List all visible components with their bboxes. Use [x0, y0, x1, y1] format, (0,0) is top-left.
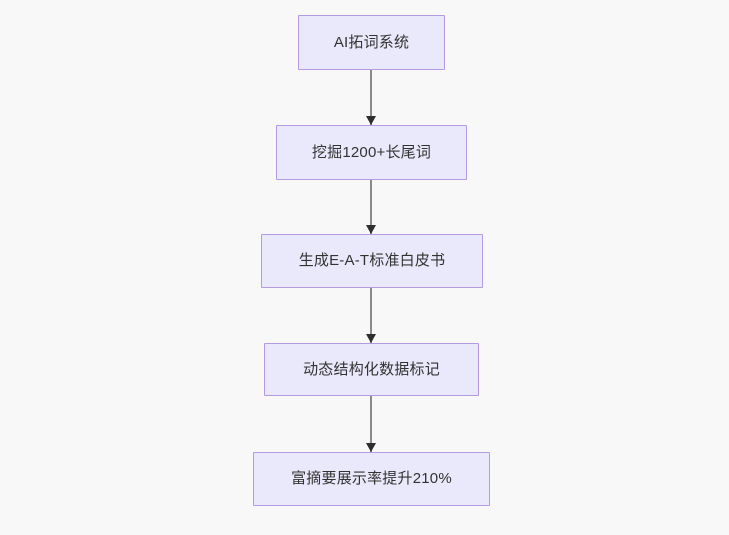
- flow-node-dynamic-structured-data-markup[interactable]: 动态结构化数据标记: [264, 343, 479, 396]
- flow-node-label: 生成E-A-T标准白皮书: [298, 252, 446, 269]
- arrowhead-down-icon: [366, 225, 376, 234]
- flow-node-label: AI拓词系统: [333, 33, 410, 51]
- edge-node1-to-node2: [366, 70, 376, 125]
- edge-line: [370, 288, 372, 343]
- flow-node-generate-eat-whitepaper[interactable]: 生成E-A-T标准白皮书: [261, 234, 483, 288]
- flow-node-label: 挖掘1200+长尾词: [311, 143, 432, 161]
- edge-node2-to-node3: [366, 180, 376, 234]
- flow-node-mine-longtail-keywords[interactable]: 挖掘1200+长尾词: [276, 125, 467, 180]
- edge-node3-to-node4: [366, 288, 376, 343]
- flow-node-rich-snippet-impression-uplift[interactable]: 富摘要展示率提升210%: [253, 452, 490, 506]
- edge-line: [370, 180, 372, 234]
- edge-line: [370, 70, 372, 125]
- flow-node-label: 动态结构化数据标记: [303, 360, 440, 378]
- edge-node4-to-node5: [366, 396, 376, 452]
- flow-node-label: 富摘要展示率提升210%: [291, 470, 452, 487]
- arrowhead-down-icon: [366, 116, 376, 125]
- arrowhead-down-icon: [366, 443, 376, 452]
- edge-line: [370, 396, 372, 452]
- flow-node-ai-keyword-system[interactable]: AI拓词系统: [298, 15, 445, 70]
- arrowhead-down-icon: [366, 334, 376, 343]
